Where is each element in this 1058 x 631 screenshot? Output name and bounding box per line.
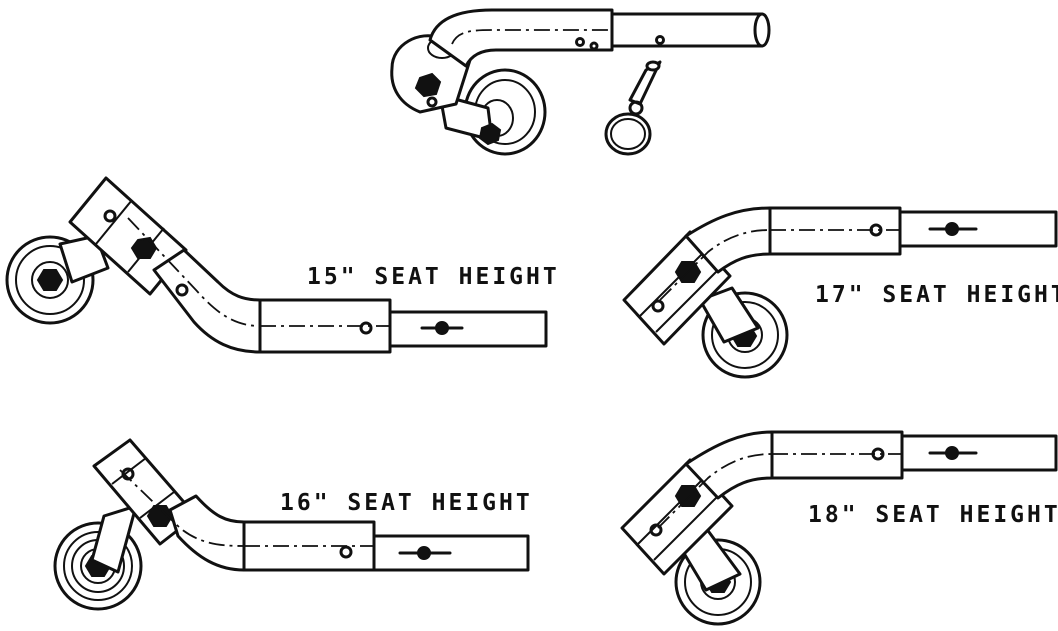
clamp-nut-18: [674, 485, 702, 507]
label-15-seat-height: 15" SEAT HEIGHT: [307, 264, 560, 290]
clamp-nut-15: [130, 236, 158, 259]
caster-config-17-inch: 17" SEAT HEIGHT: [622, 206, 1058, 379]
label-18-seat-height: 18" SEAT HEIGHT: [808, 502, 1058, 528]
fork-nut: [478, 122, 502, 146]
label-16-seat-height: 16" SEAT HEIGHT: [280, 490, 533, 516]
clamp-nut-16: [146, 505, 174, 527]
caster-config-18-inch: 18" SEAT HEIGHT: [620, 430, 1058, 626]
quick-release-pin: [604, 60, 662, 156]
label-17-seat-height: 17" SEAT HEIGHT: [815, 282, 1058, 308]
axle-nut-15: [36, 269, 64, 291]
caster-config-16-inch: 16" SEAT HEIGHT: [53, 438, 533, 611]
clamp-nut: [414, 72, 442, 98]
caster-assembly-exploded: [390, 8, 771, 156]
caster-config-15-inch: 15" SEAT HEIGHT: [5, 176, 560, 354]
